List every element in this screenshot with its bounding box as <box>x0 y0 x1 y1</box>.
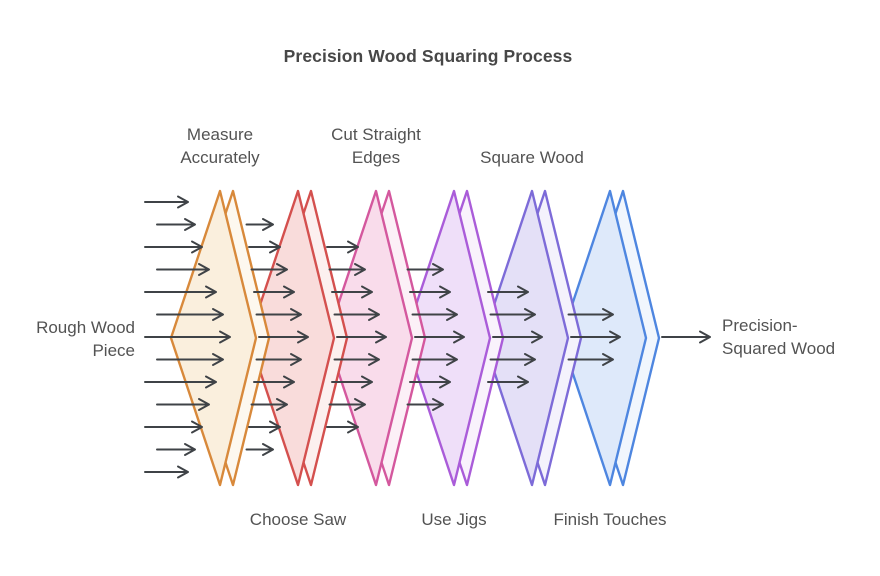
arrow-stage-3 <box>409 375 451 389</box>
stage-label-finish-touches: Finish Touches <box>553 510 667 529</box>
arrow-stage-0 <box>144 465 189 479</box>
arrow-stage-1 <box>250 398 288 411</box>
arrow-stage-5 <box>567 353 614 366</box>
arrow-stage-4 <box>487 375 529 389</box>
arrow-stage-1 <box>245 218 274 231</box>
arrow-stage-0 <box>156 218 196 231</box>
arrow-stage-1 <box>253 285 295 299</box>
arrow-stage-2 <box>331 375 373 389</box>
arrow-stage-2 <box>336 330 387 344</box>
arrow-stage-0 <box>144 420 203 434</box>
arrow-stage-3 <box>414 330 465 344</box>
arrow-stage-3 <box>406 263 444 276</box>
arrow-stage-4 <box>487 285 529 299</box>
arrow-stage-0 <box>144 375 217 389</box>
arrow-stage-0 <box>156 353 224 366</box>
arrow-stage-2 <box>333 308 380 321</box>
arrow-stage-2 <box>328 398 366 411</box>
arrow-stage-2 <box>331 285 373 299</box>
arrow-stage-4 <box>492 330 543 344</box>
arrow-stage-0 <box>144 330 231 344</box>
arrow-stage-4 <box>489 308 536 321</box>
arrow-stage-0 <box>144 285 217 299</box>
diagram-title: Precision Wood Squaring Process <box>283 46 573 66</box>
arrow-stage-1 <box>248 420 281 434</box>
output-arrow <box>661 330 711 344</box>
arrow-stage-1 <box>248 240 281 254</box>
arrow-stage-1 <box>245 443 274 456</box>
arrow-stage-1 <box>258 330 309 344</box>
arrow-stage-1 <box>255 353 302 366</box>
arrow-stage-5 <box>570 330 621 344</box>
arrow-stage-0 <box>156 398 210 411</box>
arrow-stage-2 <box>333 353 380 366</box>
arrow-stage-4 <box>489 353 536 366</box>
arrow-stage-1 <box>250 263 288 276</box>
arrow-stage-0 <box>156 443 196 456</box>
arrow-stage-3 <box>406 398 444 411</box>
arrow-stage-3 <box>411 308 458 321</box>
stage-label-use-jigs: Use Jigs <box>421 510 487 529</box>
arrow-stage-5 <box>567 308 614 321</box>
arrow-stage-0 <box>156 308 224 321</box>
arrow-stage-2 <box>326 240 359 254</box>
arrow-stage-0 <box>144 195 189 209</box>
arrow-stage-1 <box>255 308 302 321</box>
arrow-stage-0 <box>156 263 210 276</box>
arrow-stage-2 <box>328 263 366 276</box>
stage-label-square-wood: Square Wood <box>480 148 584 167</box>
stage-label-choose-saw: Choose Saw <box>249 510 347 529</box>
input-label: Rough Wood Piece <box>36 318 135 360</box>
arrow-stage-2 <box>326 420 359 434</box>
output-label: Precision- Squared Wood <box>722 316 836 358</box>
arrow-stage-0 <box>144 240 203 254</box>
arrow-stage-1 <box>253 375 295 389</box>
stage-label-cut-straight-edges: Cut Straight Edges <box>331 125 421 167</box>
arrow-stage-3 <box>409 285 451 299</box>
arrow-stage-3 <box>411 353 458 366</box>
stage-label-measure-accurately: Measure Accurately <box>180 125 260 167</box>
